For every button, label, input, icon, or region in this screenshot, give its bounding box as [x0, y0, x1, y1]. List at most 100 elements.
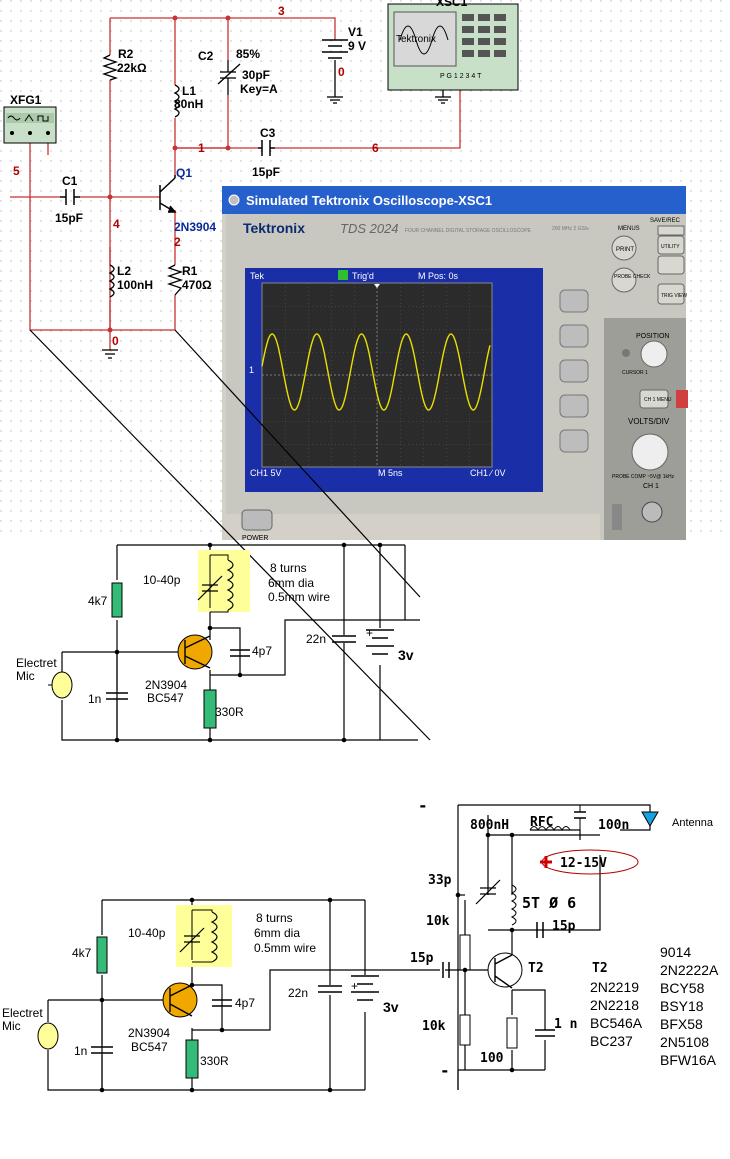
print-label: PRINT [616, 247, 634, 253]
utility-button[interactable] [657, 235, 685, 255]
transistor-2n3904 [177, 634, 213, 670]
v1-value: 9 V [348, 39, 366, 53]
probe-check-button[interactable] [611, 267, 637, 293]
c2-key: Key=A [240, 82, 278, 96]
scope-brand: Tektronix [243, 220, 305, 236]
fm-transmitter-amplifier-circuit: 10-40p 8 turns 6mm dia 0.5mm wire 4k7 4p… [2, 796, 719, 1093]
minus-top: - [418, 796, 428, 815]
waveform [261, 333, 491, 411]
probe-check-label: PROBE CHECK [614, 274, 651, 280]
ch1-label: CH 1 [643, 483, 659, 490]
label-3v: 3v [398, 647, 414, 663]
softkeys[interactable] [559, 289, 589, 453]
c3-value: 15pF [252, 165, 280, 179]
t2-col1-item: BC546A [590, 1015, 643, 1031]
label-wire: 0.5mm wire [268, 590, 330, 604]
c1-capacitor[interactable] [60, 189, 80, 205]
t2-col2-item: BFX58 [660, 1016, 703, 1032]
plus-sign: + [366, 626, 373, 640]
ch-marker: 1 [249, 365, 254, 375]
label-100: 100 [480, 1051, 504, 1066]
label-4p7: 4p7 [252, 644, 272, 658]
r1-name: R1 [182, 264, 198, 278]
t2-col2-item: BCY58 [660, 980, 705, 996]
c3-plus-sign: + [351, 979, 358, 993]
q1-transistor[interactable] [159, 175, 177, 213]
ch1-menu-button[interactable] [639, 389, 669, 409]
time-scale: M 5ns [378, 468, 403, 478]
node-5: 5 [13, 164, 20, 178]
q1-part: 2N3904 [174, 220, 216, 234]
r2-resistor[interactable] [101, 54, 119, 81]
label-15p-out: 15p [552, 919, 576, 934]
power-button[interactable] [241, 509, 273, 531]
status-trig: Trig'd [352, 271, 374, 281]
oscilloscope-window: Simulated Tektronix Oscilloscope-XSC1 Te… [222, 186, 688, 542]
t2-col2-item: BSY18 [660, 998, 704, 1014]
label-100n: 100n [598, 818, 629, 833]
t2-col2-item: BFW16A [660, 1052, 717, 1068]
scope-model: TDS 2024 [340, 221, 399, 236]
c2-capacitor[interactable] [217, 60, 241, 95]
volts-div-label: VOLTS/DIV [628, 417, 670, 426]
trig-info: CH1 ∕ 0V [470, 468, 506, 478]
volts-div-knob[interactable] [631, 433, 669, 471]
position-label: POSITION [636, 333, 669, 340]
ch1-scale: CH1 5V [250, 468, 282, 478]
c3-label-330r: 330R [200, 1054, 229, 1068]
label-antenna: Antenna [672, 817, 714, 829]
c3-label-4p7: 4p7 [235, 996, 255, 1010]
c3-label-electret: Electret [2, 1006, 43, 1020]
label-15p-in: 15p [410, 951, 434, 966]
status-tek: Tek [250, 271, 265, 281]
label-5t: 5T Ø 6 [522, 894, 576, 912]
xsc1-instrument[interactable] [387, 3, 519, 91]
label-10-40p: 10-40p [143, 573, 181, 587]
c3-label-1n: 1n [74, 1044, 87, 1058]
c3-label-10-40p: 10-40p [128, 926, 166, 940]
antenna-icon [641, 811, 659, 828]
label-33p: 33p [428, 873, 452, 888]
position-knob[interactable] [640, 340, 668, 368]
xsc1-pins: P G 1 2 3 4 T [440, 73, 482, 80]
c3-label-4k7: 4k7 [72, 946, 92, 960]
l1-inductor[interactable] [173, 84, 180, 118]
v1-battery[interactable] [322, 39, 348, 59]
l2-inductor[interactable] [108, 264, 115, 298]
c3-label-3v: 3v [383, 999, 399, 1015]
label-bc547: BC547 [147, 691, 184, 705]
r2-name: R2 [118, 47, 134, 61]
node-2: 2 [174, 235, 181, 249]
trig-view-button[interactable] [657, 283, 685, 305]
c3-label-bc547: BC547 [131, 1040, 168, 1054]
xfg1-function-generator[interactable] [3, 106, 57, 144]
label-mic: Mic [16, 669, 35, 683]
minus-bot: - [440, 1061, 450, 1080]
l1-value: 80nH [174, 97, 203, 111]
t2-col2-item: 9014 [660, 944, 691, 960]
ch1-input[interactable] [641, 501, 663, 523]
window-title: Simulated Tektronix Oscilloscope-XSC1 [246, 193, 492, 208]
c3-capacitor[interactable] [258, 140, 275, 156]
t2-col1-item: 2N2218 [590, 997, 639, 1013]
trig-view-label: TRIG VIEW [661, 293, 687, 299]
node-3: 3 [278, 4, 285, 18]
fm-transmitter-circuit: 10-40p 8 turns 6mm dia 0.5mm wire 4k7 4p… [16, 542, 420, 743]
transistor-t2 [487, 952, 523, 988]
t2-col2-item: 2N5108 [660, 1034, 709, 1050]
ch1-menu-label: CH 1 MENU [644, 397, 672, 403]
label-1n: 1n [88, 692, 101, 706]
v1-name: V1 [348, 25, 363, 39]
node-1: 1 [198, 141, 205, 155]
r1-resistor[interactable] [166, 264, 184, 296]
xsc1-brand: Tektronix [396, 34, 436, 45]
label-1n-t2: 1 n [554, 1017, 577, 1032]
print-button[interactable] [611, 235, 637, 261]
scope-spec: 200 MHz 2 GS/s [552, 226, 589, 232]
r-4k7 [111, 582, 123, 618]
xsc1-label: XSC1 [436, 0, 468, 9]
node-6: 6 [372, 141, 379, 155]
power-label: POWER [242, 535, 268, 542]
